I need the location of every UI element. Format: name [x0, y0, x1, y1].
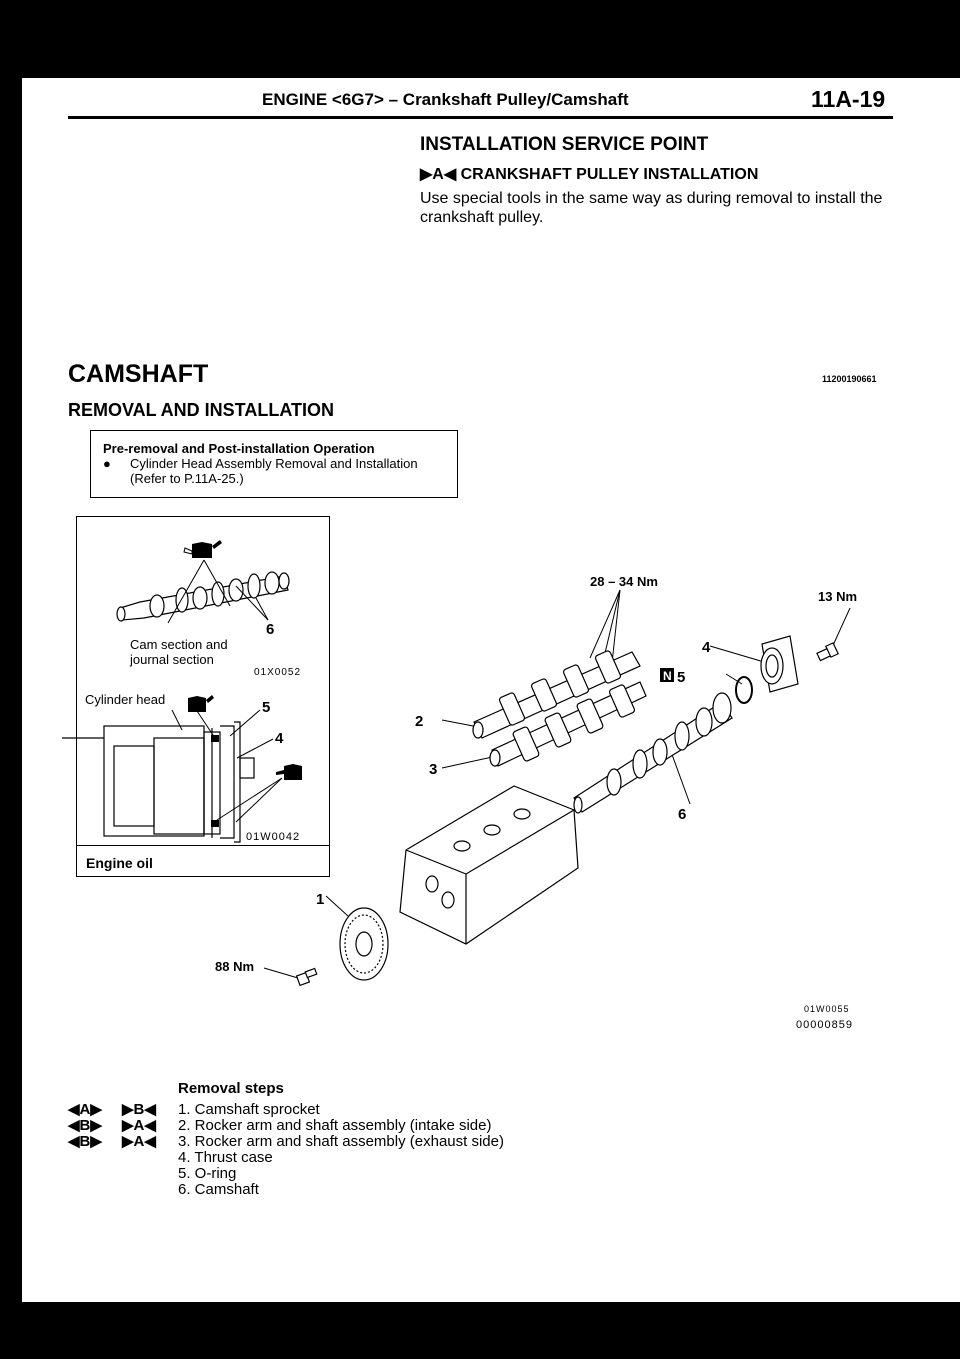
engine-oil-label: Engine oil — [86, 855, 153, 871]
non-reusable-mark-icon — [660, 668, 674, 682]
marker-row: ◀A▶ ▶B◀ — [68, 1102, 156, 1118]
pre-removal-box: Pre-removal and Post-installation Operat… — [90, 430, 458, 498]
removal-step: 5. O-ring — [178, 1165, 237, 1182]
marker-row: ◀B▶ ▶A◀ — [68, 1134, 156, 1150]
o-ring-drawing — [735, 676, 753, 704]
section-subtitle: REMOVAL AND INSTALLATION — [68, 400, 334, 420]
section-title: CAMSHAFT — [68, 360, 209, 388]
install-marker: ▶B◀ — [122, 1101, 156, 1118]
install-marker: ▶A◀ — [122, 1117, 156, 1134]
callout-1: 1 — [316, 891, 324, 908]
service-point-markers: ◀A▶ ▶B◀ ◀B▶ ▶A◀ ◀B▶ ▶A◀ — [68, 1102, 156, 1150]
removal-step: 3. Rocker arm and shaft assembly (exhaus… — [178, 1133, 504, 1150]
rocker-torque-label: 28 – 34 Nm — [590, 574, 658, 589]
manual-page: ENGINE <6G7> – Crankshaft Pulley/Camshaf… — [22, 78, 960, 1302]
header-title: ENGINE <6G7> – Crankshaft Pulley/Camshaf… — [262, 90, 629, 109]
install-marker: ▶A◀ — [122, 1133, 156, 1150]
thrust-case-drawing — [760, 635, 799, 693]
oil-can-icon — [188, 695, 214, 712]
removal-steps-title: Removal steps — [178, 1080, 284, 1097]
o-ring-section-top — [211, 735, 219, 742]
bullet-icon: ● — [103, 456, 111, 471]
sprocket-bolt-drawing — [295, 967, 318, 987]
rocker-arm-assembly-intake — [472, 650, 641, 739]
removal-steps-list: 1. Camshaft sprocket 2. Rocker arm and s… — [178, 1102, 504, 1198]
callout-6: 6 — [678, 806, 686, 823]
page-number: 11A-19 — [811, 86, 886, 112]
inset-camshaft-drawing — [116, 571, 290, 622]
cam-section-label-1: Cam section and — [130, 637, 228, 652]
inset-callout-4: 4 — [275, 730, 284, 747]
callout-3: 3 — [429, 761, 437, 778]
o-ring-section-bottom — [211, 820, 219, 827]
removal-step: 6. Camshaft — [178, 1181, 259, 1198]
diagram-code-1: 01W0055 — [804, 1004, 850, 1014]
removal-marker: ◀B▶ — [68, 1133, 102, 1150]
removal-step: 1. Camshaft sprocket — [178, 1101, 320, 1118]
camshaft-drawing — [573, 692, 733, 814]
crankshaft-pulley-installation-heading: ▶A◀ CRANKSHAFT PULLEY INSTALLATION — [420, 166, 759, 183]
pre-removal-title: Pre-removal and Post-installation Operat… — [103, 441, 375, 456]
sprocket-torque-label: 88 Nm — [215, 959, 254, 974]
cylinder-head-label: Cylinder head — [85, 692, 165, 707]
pre-removal-item: ● Cylinder Head Assembly Removal and Inst… — [103, 456, 418, 471]
cylinder-head-block-drawing — [399, 785, 579, 945]
camshaft-sprocket-drawing — [339, 907, 389, 981]
section-code: 11200190661 — [822, 374, 877, 384]
pre-removal-item-text: Cylinder Head Assembly Removal and Insta… — [130, 456, 418, 471]
cylinder-head-section-drawing — [62, 721, 255, 843]
callout-4: 4 — [702, 639, 711, 656]
oil-can-icon — [276, 764, 302, 780]
marker-row: ◀B▶ ▶A◀ — [68, 1118, 156, 1134]
inset-callout-6: 6 — [266, 621, 274, 638]
non-reusable-mark-text: N — [663, 669, 672, 683]
inset-code-1: 01X0052 — [254, 667, 301, 678]
removal-step: 2. Rocker arm and shaft assembly (intake… — [178, 1117, 492, 1134]
rocker-arm-assembly-exhaust — [489, 681, 647, 767]
pre-removal-reference: (Refer to P.11A-25.) — [130, 471, 244, 486]
removal-marker: ◀B▶ — [68, 1117, 102, 1134]
callout-5: 5 — [677, 669, 685, 686]
inset-callout-5: 5 — [262, 699, 270, 716]
callout-2: 2 — [415, 713, 423, 730]
oil-can-icon — [183, 540, 222, 558]
thrust-case-torque-label: 13 Nm — [818, 589, 857, 604]
removal-marker: ◀A▶ — [68, 1101, 102, 1118]
bolt-drawing — [816, 642, 839, 662]
camshaft-exploded-diagram: 6 Cam section and journal section 01X005… — [62, 516, 857, 1031]
installation-instruction-text: Use special tools in the same way as dur… — [420, 190, 883, 226]
header-rule — [68, 116, 893, 119]
diagram-code-2: 00000859 — [796, 1019, 853, 1031]
cam-section-label-2: journal section — [129, 652, 214, 667]
removal-step: 4. Thrust case — [178, 1149, 273, 1166]
inset-code-2: 01W0042 — [246, 831, 300, 843]
installation-service-point-title: INSTALLATION SERVICE POINT — [420, 134, 709, 155]
